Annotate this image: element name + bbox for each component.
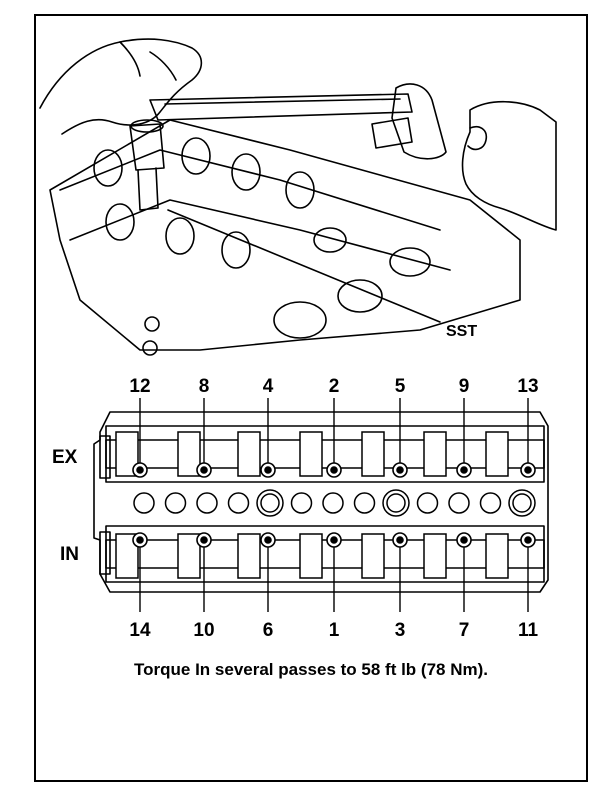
port-hole: [416, 492, 439, 514]
sequence-number: 7: [459, 620, 470, 641]
head-bolt-center: [524, 466, 532, 474]
port-hole: [479, 492, 502, 514]
port-hole: [448, 492, 470, 514]
bearing-cap: [237, 431, 261, 477]
top-sequence-numbers: 12 8 4 2 5 9 13: [129, 376, 539, 463]
head-bolt-center: [524, 536, 532, 544]
head-bolt-center: [200, 466, 208, 474]
port-hole-inner: [386, 493, 406, 513]
port-hole: [353, 492, 376, 514]
bearing-cap: [485, 431, 509, 477]
bearing-cap: [361, 431, 385, 477]
bearing-cap: [177, 431, 201, 477]
sequence-number: 14: [129, 620, 151, 641]
port-hole: [322, 492, 344, 514]
head-bolt-center: [330, 466, 338, 474]
head-bolts: [132, 462, 536, 548]
head-bolt-center: [396, 466, 404, 474]
bearing-cap: [115, 431, 139, 477]
head-bolt-center: [136, 536, 144, 544]
sequence-number: 4: [263, 376, 274, 397]
sequence-number: 8: [199, 376, 210, 397]
sequence-number: 6: [263, 620, 274, 641]
figure-frame: [34, 14, 588, 782]
head-bolt-center: [460, 466, 468, 474]
sequence-number: 11: [518, 620, 539, 641]
bottom-sequence-numbers: 14 10 6 1 3 7 11: [129, 547, 538, 641]
torque-caption: Torque In several passes to 58 ft lb (78…: [134, 660, 488, 679]
torque-wrench-illustration: [39, 38, 557, 356]
port-hole-inner: [512, 493, 532, 513]
head-bolt-center: [264, 466, 272, 474]
bearing-cap: [299, 431, 323, 477]
cylinder-head-plan: [93, 411, 549, 593]
bearing-cap: [423, 431, 447, 477]
port-hole: [164, 492, 187, 514]
bearing-cap: [299, 533, 323, 579]
head-bolt-center: [460, 536, 468, 544]
sequence-number: 10: [193, 620, 214, 641]
bearing-cap: [361, 533, 385, 579]
sequence-number: 9: [459, 376, 470, 397]
port-hole: [196, 492, 218, 514]
head-bolt-center: [264, 536, 272, 544]
sequence-number: 12: [129, 376, 150, 397]
port-hole: [290, 492, 313, 514]
bearing-cap: [423, 533, 447, 579]
sequence-number: 2: [329, 376, 340, 397]
exhaust-bank-label: EX: [52, 447, 78, 468]
sequence-number: 1: [329, 620, 340, 641]
intake-bank-label: IN: [60, 544, 79, 565]
head-bolt-center: [200, 536, 208, 544]
port-hole: [133, 492, 155, 514]
sequence-number: 13: [517, 376, 538, 397]
port-hole: [227, 492, 250, 514]
sequence-number: 5: [395, 376, 406, 397]
bearing-caps: [115, 431, 509, 579]
sst-label: SST: [446, 323, 477, 340]
spark-plug-holes: [133, 489, 536, 517]
bearing-cap: [485, 533, 509, 579]
bearing-cap: [177, 533, 201, 579]
sequence-number: 3: [395, 620, 406, 641]
head-bolt-center: [136, 466, 144, 474]
port-hole-inner: [260, 493, 280, 513]
bearing-cap: [115, 533, 139, 579]
head-bolt-center: [396, 536, 404, 544]
head-bolt-center: [330, 536, 338, 544]
bearing-cap: [237, 533, 261, 579]
